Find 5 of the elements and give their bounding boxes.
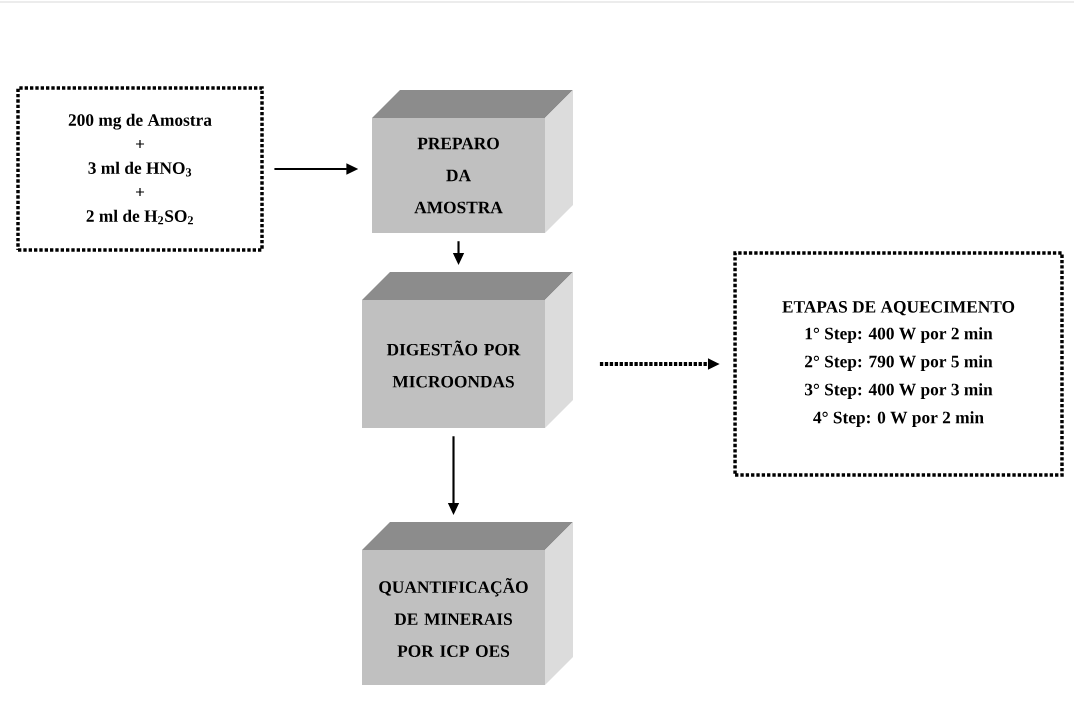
process-block: PREPARO DA AMOSTRA bbox=[372, 90, 573, 233]
text-box: ETAPAS DE AQUECIMENTO 1° Step: 400 W por 2 min 2° Step: 790 W por 5 min 3° Step: 400 W por 3 min 4° Step: 0 W por 2 min bbox=[733, 251, 1064, 477]
process-block: DIGESTÃO POR MICROONDAS bbox=[362, 272, 573, 428]
process-block: QUANTIFICAÇÃO DE MINERAIS POR ICP OES bbox=[362, 522, 573, 685]
text-box: 200 mg de Amostra + 3 ml de HNO$_{3}$ + 2 ml de H$_{2}$SO$_{2}$ bbox=[16, 86, 264, 252]
